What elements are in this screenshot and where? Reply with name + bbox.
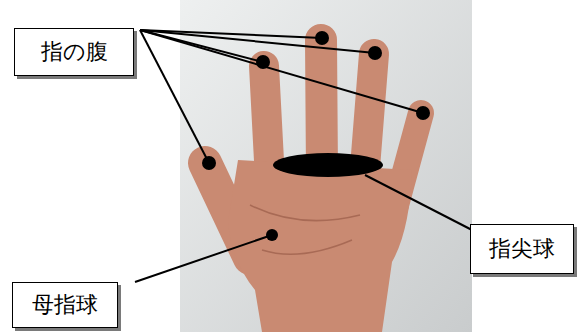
fingertip-ball-mark: [273, 153, 383, 177]
label-box: 指の腹: [14, 28, 134, 76]
label-text: 指尖球: [489, 236, 555, 262]
pad-dots: [202, 31, 430, 241]
palm-creases: [250, 205, 360, 254]
label-box: 母指球: [12, 282, 118, 328]
label-text: 母指球: [32, 292, 98, 318]
label-box: 指尖球: [470, 224, 574, 274]
label-text: 指の腹: [41, 39, 108, 65]
leader-lines: [135, 30, 472, 282]
photo-ground: [180, 0, 472, 332]
